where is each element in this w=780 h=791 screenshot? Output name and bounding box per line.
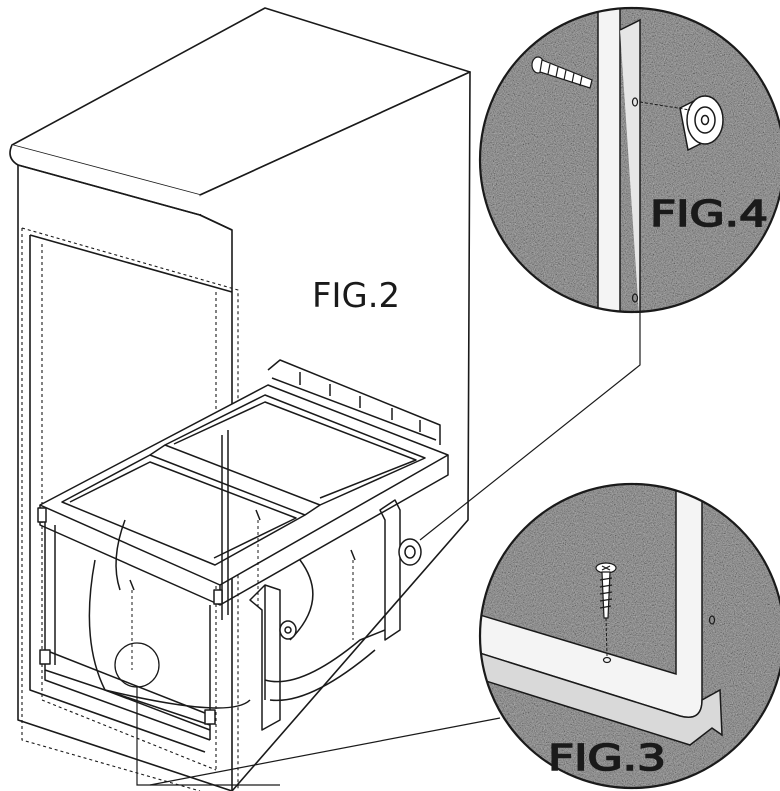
fig4-screw (531, 56, 593, 89)
fig4-roller (679, 95, 724, 152)
detail-fig4: FIG.4 (478, 6, 780, 314)
fig4-label: FIG.4 (650, 194, 768, 235)
detail-callout-circle (114, 642, 160, 688)
roller-main (398, 538, 422, 566)
fig4-rail (597, 8, 621, 312)
fig3-label: FIG.3 (548, 738, 666, 779)
fig2-label: FIG.2 (312, 276, 400, 316)
detail-fig3: FIG.3 (478, 482, 780, 790)
pullout-bin-frame (37, 359, 449, 741)
bin-right-opening (164, 394, 426, 506)
fig3-screw (595, 562, 617, 619)
door-outline (21, 227, 239, 791)
callout-leaders (136, 300, 641, 786)
roller-small (279, 620, 297, 640)
